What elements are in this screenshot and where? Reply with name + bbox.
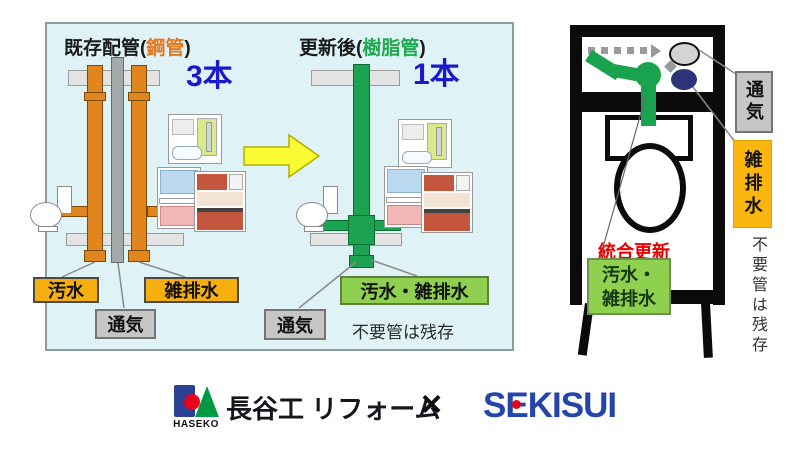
after-vanity-illustration [384,166,428,228]
before-graywater-label: 雑排水 [144,277,239,303]
plan-frame-bottom-bar [658,290,725,304]
pipe-coupling [128,250,150,262]
before-vent-pipe [111,57,124,263]
plan-combined-line2: 雑排水 [602,288,656,309]
haseko-wordmark: 長谷工 リフォーム [226,394,441,424]
toilet-base-shape [304,226,324,232]
plan-dashed-route [601,47,608,54]
before-title-prefix: 既存配管( [64,38,147,59]
kitchen-base-cabinet-shape [424,213,470,231]
bathtub-shape [172,146,202,160]
toilet-bowl-shape [296,202,328,228]
after-vent-label: 通気 [264,309,326,340]
after-title-prefix: 更新後( [299,38,363,59]
kitchen-counter-shape [424,209,470,213]
after-toilet-illustration [296,186,344,234]
bathroom-window-shape [172,119,194,135]
after-title: 更新後(樹脂管) [299,33,426,60]
plan-toilet-bowl-outline [614,143,686,233]
bathroom-window-shape [402,124,424,140]
plan-vent-label: 通気 [735,71,773,133]
after-combined-label: 汚水・雑排水 [340,276,489,305]
plan-new-pipe-riser [641,76,656,126]
before-pipe-count: 3本 [186,60,233,93]
before-kitchen-illustration [194,171,246,232]
plan-vent-label-text: 通気 [744,80,764,124]
plan-note-text: 不要管は残存 [749,236,766,356]
kitchen-hood-shape [229,174,243,190]
after-note: 不要管は残存 [352,323,454,342]
vanity-cabinet-shape [387,205,425,225]
after-title-suffix: ) [419,38,426,59]
before-material: 鋼管 [146,38,185,59]
kitchen-backsplash-shape [424,193,470,207]
plan-vent-pipe-circle [669,42,700,66]
sekisui-wordmark: SEKISUI [483,386,617,425]
sekisui-letters-kisui: KISUI [527,386,617,425]
after-kitchen-illustration [421,172,473,233]
sekisui-letter-s: S [483,386,506,425]
plan-graywater-pipe-circle [671,69,697,90]
vanity-mirror-shape [160,170,198,194]
shower-column-shape [206,122,212,152]
plan-integration-label: 統合更新 [598,242,670,262]
pipe-coupling [84,92,106,101]
before-vent-label: 通気 [95,309,156,339]
plan-dashed-route [627,47,634,54]
plan-graywater-label: 雑排水 [733,140,772,228]
haseko-logo-circle-icon [184,394,200,410]
before-sewage-label: 汚水 [33,277,99,303]
plan-frame-leg-right [701,302,713,358]
shower-column-shape [436,127,442,156]
toilet-base-shape [38,226,58,232]
vanity-counter-shape [386,197,426,203]
plan-route-arrow-icon [651,44,661,58]
vanity-mirror-shape [387,169,425,193]
kitchen-counter-shape [197,208,243,212]
plan-dashed-route [640,47,647,54]
kitchen-upper-cabinet-shape [424,175,454,191]
toilet-tank-shape [323,186,338,214]
plan-note: 不要管は残存 [743,234,771,358]
partnership-x-separator: × [421,383,443,424]
pipe-coupling [84,250,106,262]
vanity-cabinet-shape [160,206,198,226]
after-material: 樹脂管 [362,38,420,59]
after-pipe-count: 1本 [413,58,460,91]
sekisui-letter-e: E [505,388,528,423]
transition-arrow [243,133,321,179]
before-toilet-illustration [30,186,78,234]
vanity-counter-shape [159,198,199,204]
bathtub-shape [402,151,432,164]
before-bathroom-illustration [168,114,222,164]
before-floor-slab [66,233,184,246]
after-cross-fitting [348,215,375,245]
haseko-caption: HASEKO [173,419,219,430]
kitchen-base-cabinet-shape [197,212,243,230]
plan-combined-label: 汚水・ 雑排水 [587,258,671,315]
before-title-suffix: ) [184,38,191,59]
toilet-bowl-shape [30,202,62,228]
after-bathroom-illustration [398,119,452,168]
sekisui-red-dot-icon [512,400,522,409]
before-title: 既存配管(鋼管) [64,33,191,60]
kitchen-hood-shape [456,175,470,191]
plan-dashed-route [614,47,621,54]
plan-combined-line1: 汚水・ [602,264,656,285]
pipe-coupling [349,255,374,268]
toilet-tank-shape [57,186,72,214]
pipe-coupling [128,92,150,101]
kitchen-upper-cabinet-shape [197,174,227,190]
kitchen-backsplash-shape [197,192,243,206]
plan-graywater-label-text: 雑排水 [742,149,763,219]
